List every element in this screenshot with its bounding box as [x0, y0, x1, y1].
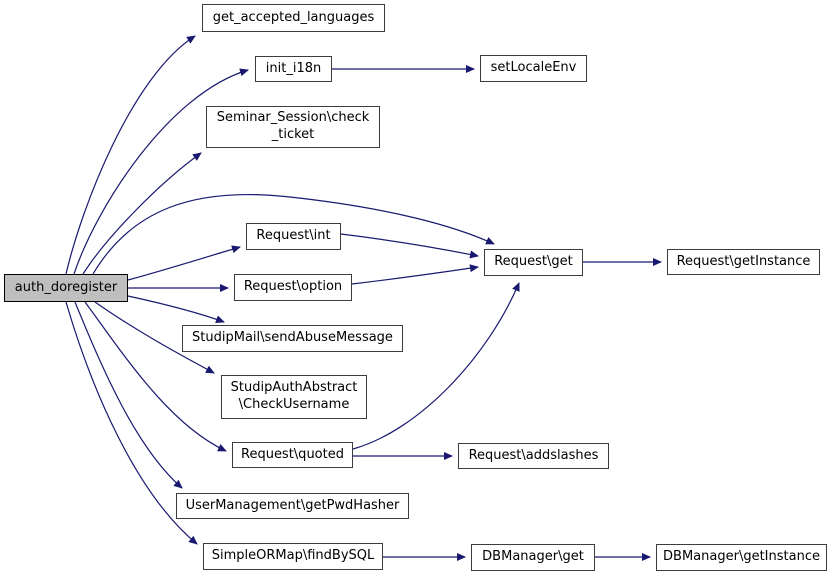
- node-studipmail-sendabusemessage[interactable]: StudipMail\sendAbuseMessage: [182, 325, 403, 352]
- node-auth-doregister[interactable]: auth_doregister: [4, 274, 128, 302]
- node-dbmanager-get[interactable]: DBManager\get: [471, 544, 595, 571]
- edge-auth_doregister-to-request_get: [92, 194, 495, 275]
- edge-auth_doregister-to-usermanagement_getpwdhasher: [74, 301, 183, 489]
- node-request-quoted[interactable]: Request\quoted: [232, 442, 353, 468]
- edge-auth_doregister-to-get_accepted_languages: [65, 35, 196, 275]
- edge-auth_doregister-to-studipmail_sendabusemessage: [127, 295, 225, 324]
- edge-auth_doregister-to-request_int: [127, 245, 241, 281]
- node-request-option[interactable]: Request\option: [234, 274, 352, 301]
- node-get-accepted-languages[interactable]: get_accepted_languages: [202, 4, 385, 32]
- node-usermanagement-getpwdhasher[interactable]: UserManagement\getPwdHasher: [176, 493, 409, 519]
- node-init-i18n[interactable]: init_i18n: [255, 56, 332, 82]
- node-request-get[interactable]: Request\get: [484, 249, 583, 276]
- node-setlocaleenv[interactable]: setLocaleEnv: [480, 55, 587, 82]
- edge-auth_doregister-to-request_quoted: [84, 301, 227, 452]
- edge-request_int-to-request_get: [340, 233, 479, 259]
- edge-auth_doregister-to-seminar_session_check_ticket: [82, 152, 202, 275]
- edge-auth_doregister-to-simpleormap_findbysql: [65, 301, 198, 545]
- node-dbmanager-getinstance[interactable]: DBManager\getInstance: [656, 544, 827, 571]
- node-request-getinstance[interactable]: Request\getInstance: [667, 249, 820, 275]
- edge-request_quoted-to-request_get: [352, 282, 520, 450]
- node-seminar-session-check-ticket[interactable]: Seminar_Session\check _ticket: [206, 106, 380, 148]
- edge-auth_doregister-to-init_i18n: [73, 68, 249, 275]
- edge-auth_doregister-to-studipauthabstract_checkusername: [94, 301, 215, 374]
- node-studipauthabstract-checkusername[interactable]: StudipAuthAbstract \CheckUsername: [221, 375, 367, 419]
- node-request-int[interactable]: Request\int: [246, 223, 341, 250]
- node-simpleormap-findbysql[interactable]: SimpleORMap\findBySQL: [203, 543, 383, 570]
- edge-request_option-to-request_get: [351, 264, 479, 285]
- node-request-addslashes[interactable]: Request\addslashes: [458, 443, 609, 469]
